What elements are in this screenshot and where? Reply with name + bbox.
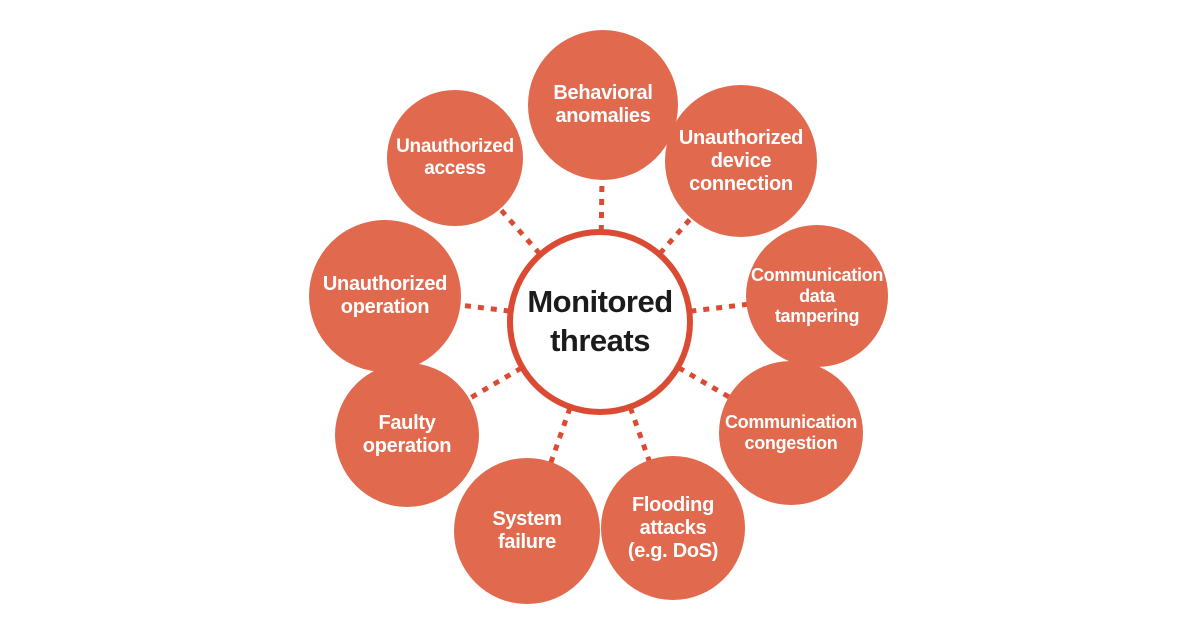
node-unauthorized-access: Unauthorized access: [387, 90, 523, 226]
node-unauthorized-device-connection: Unauthorized device connection: [665, 85, 817, 237]
node-label: Unauthorized device connection: [678, 126, 804, 195]
connector-unauthorized-operation: [384, 293, 601, 325]
node-flooding-attacks: Flooding attacks (e.g. DoS): [601, 456, 745, 600]
node-label: Unauthorized operation: [322, 273, 448, 318]
node-label: Flooding attacks (e.g. DoS): [627, 493, 719, 562]
node-label: Communication data tampering: [750, 264, 884, 327]
connector-behavioral-anomalies: [597, 104, 606, 323]
node-communication-data-tampering: Communication data tampering: [746, 225, 888, 367]
node-label: System failure: [492, 508, 562, 553]
node-faulty-operation: Faulty operation: [335, 363, 479, 507]
node-behavioral-anomalies: Behavioral anomalies: [528, 30, 678, 180]
connector-unauthorized-device-connection: [598, 159, 743, 324]
node-communication-congestion: Communication congestion: [719, 361, 863, 505]
center-node-label: Monitored threats: [527, 284, 673, 358]
node-label: Faulty operation: [362, 412, 452, 457]
node-label: Unauthorized access: [396, 136, 514, 179]
node-unauthorized-operation: Unauthorized operation: [309, 220, 461, 372]
node-label: Communication congestion: [724, 412, 858, 453]
node-label: Behavioral anomalies: [553, 82, 653, 127]
node-system-failure: System failure: [454, 458, 600, 604]
center-node-monitored-threats: Monitored threats: [507, 229, 693, 415]
